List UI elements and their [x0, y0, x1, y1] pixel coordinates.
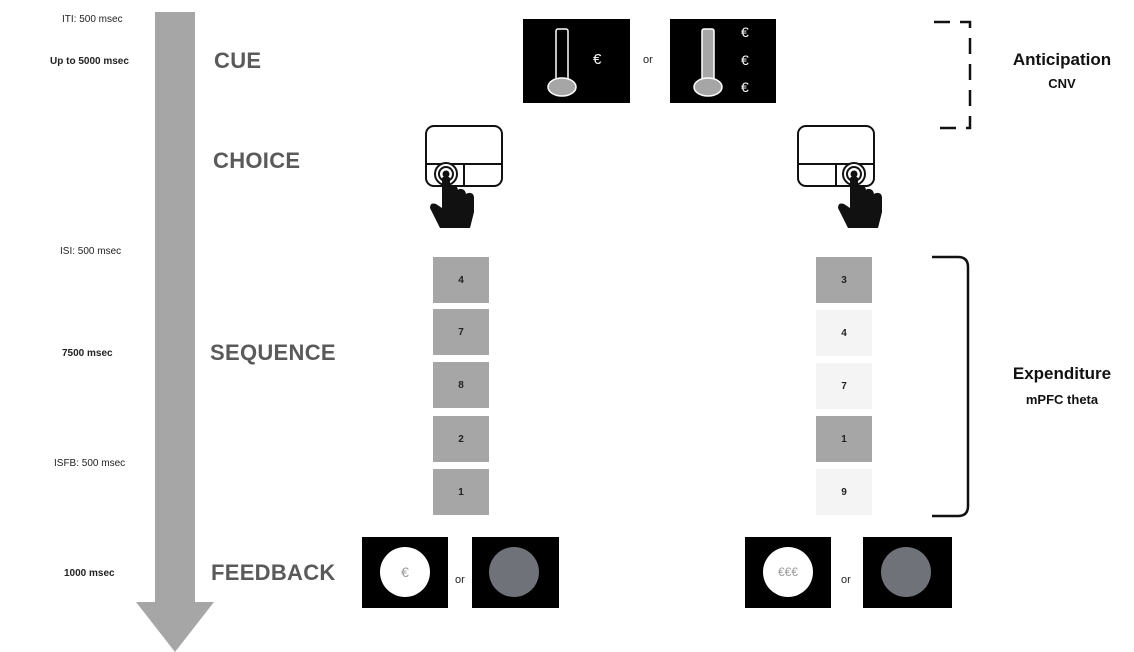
cue-high-euro-3: €	[741, 79, 749, 95]
expenditure-title: Expenditure	[1012, 364, 1112, 383]
sequence-right-digit-1: 3	[816, 257, 872, 303]
sequence-right-digit-5-text: 9	[841, 486, 847, 498]
cue-low-euro: €	[593, 51, 602, 68]
sequence-left-digit-3-text: 8	[458, 379, 464, 391]
phase-sequence: SEQUENCE	[210, 340, 336, 365]
sequence-left-digit-5-text: 1	[458, 486, 464, 498]
thermometer-high-icon	[693, 28, 723, 97]
feedback-left-reward-panel: €	[362, 537, 448, 608]
feedback-left-or: or	[455, 574, 465, 586]
expenditure-bracket	[932, 255, 970, 518]
cue-high-euro-2: €	[741, 52, 749, 68]
cue-or: or	[643, 54, 653, 66]
sequence-right-digit-3-text: 7	[841, 380, 847, 392]
feedback-time-label: 1000 msec	[64, 568, 115, 579]
cue-high-panel: € € €	[670, 19, 776, 103]
cue-time-label: Up to 5000 msec	[50, 56, 129, 67]
thermometer-low-icon	[547, 28, 577, 97]
reward-coins-label: €€€	[777, 565, 799, 579]
isi-label: ISI: 500 msec	[60, 246, 122, 257]
sequence-left-digit-4: 2	[433, 416, 489, 462]
phase-cue: CUE	[214, 48, 262, 73]
cue-high-euro-1: €	[741, 24, 749, 40]
isfb-label: ISFB: 500 msec	[54, 458, 126, 469]
sequence-right-digit-5: 9	[816, 469, 872, 515]
sequence-left-digit-5: 1	[433, 469, 489, 515]
feedback-right-reward-panel: €€€	[745, 537, 831, 608]
sequence-left-digit-4-text: 2	[458, 433, 464, 445]
touchpad-right-icon	[797, 125, 882, 228]
grey-disc-icon-right	[881, 547, 931, 597]
phase-choice: CHOICE	[213, 148, 301, 173]
sequence-left-digit-2-text: 7	[458, 326, 464, 338]
timeline-arrow	[136, 12, 214, 652]
sequence-right-digit-4: 1	[816, 416, 872, 462]
grey-disc-icon	[489, 547, 539, 597]
expenditure-subtitle: mPFC theta	[1025, 392, 1099, 407]
sequence-right-digit-1-text: 3	[841, 274, 847, 286]
sequence-left-digit-2: 7	[433, 309, 489, 355]
cue-low-panel: €	[523, 19, 630, 103]
iti-label: ITI: 500 msec	[62, 14, 123, 25]
sequence-right-digit-2: 4	[816, 310, 872, 356]
sequence-left-digit-3: 8	[433, 362, 489, 408]
anticipation-title: Anticipation	[1012, 50, 1112, 69]
sequence-left-digit-1: 4	[433, 257, 489, 303]
reward-coins-icon: €€€	[763, 547, 813, 597]
sequence-time-label: 7500 msec	[62, 348, 113, 359]
reward-coin-icon: €	[380, 547, 430, 597]
anticipation-subtitle: CNV	[1048, 76, 1076, 91]
sequence-right-digit-2-text: 4	[841, 327, 847, 339]
feedback-left-noreward-panel	[472, 537, 559, 608]
reward-coin-label: €	[401, 564, 409, 580]
feedback-right-or: or	[841, 574, 851, 586]
sequence-left-digit-1-text: 4	[458, 274, 464, 286]
anticipation-bracket	[934, 20, 972, 130]
phase-feedback: FEEDBACK	[211, 560, 336, 585]
feedback-right-noreward-panel	[863, 537, 952, 608]
sequence-right-digit-4-text: 1	[841, 433, 847, 445]
sequence-right-digit-3: 7	[816, 363, 872, 409]
touchpad-left-icon	[425, 125, 503, 228]
